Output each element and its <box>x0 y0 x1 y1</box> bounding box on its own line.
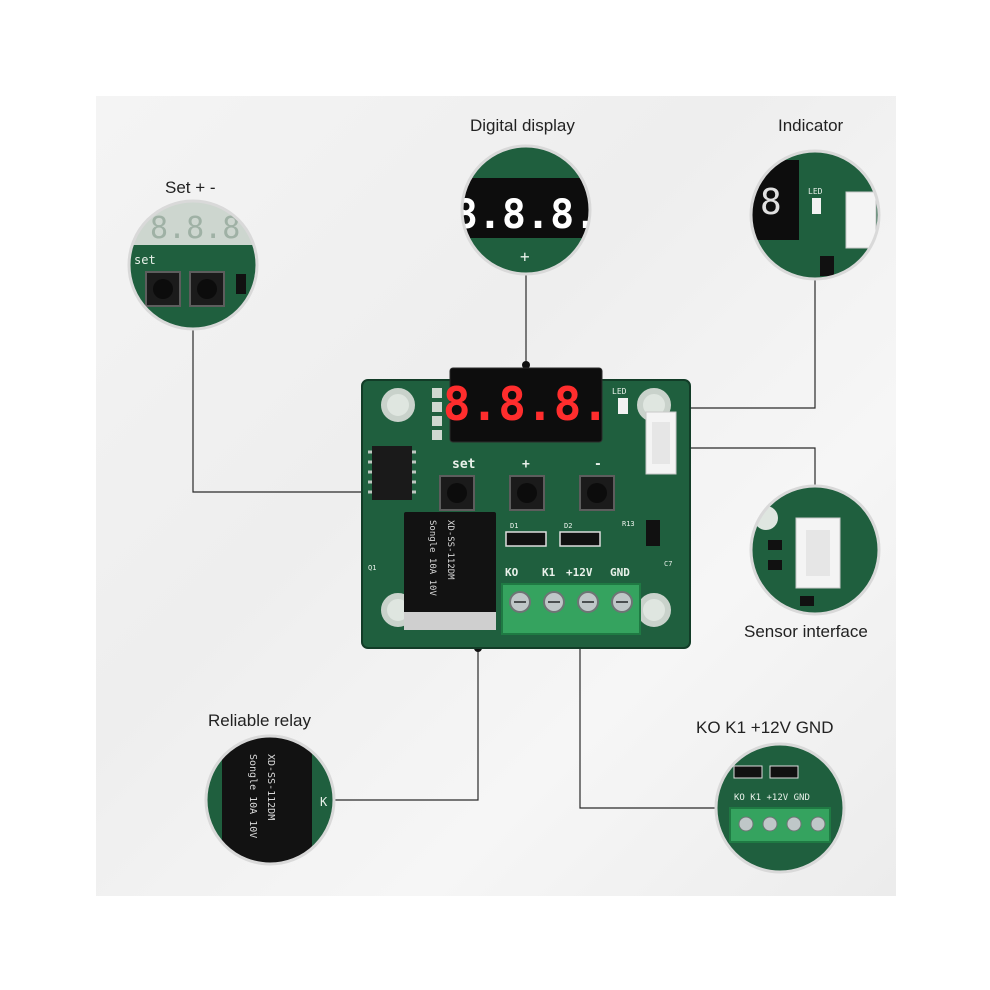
svg-text:Songle 10A 10V: Songle 10A 10V <box>247 754 258 838</box>
zoom-sensor-interface <box>749 484 881 616</box>
led-label: LED <box>612 387 627 396</box>
zoom-indicator: 8 LED <box>749 149 881 281</box>
svg-text:8: 8 <box>760 182 782 223</box>
tactile-buttons <box>439 475 615 511</box>
d2-label: D2 <box>564 522 572 530</box>
pcb-board <box>361 367 691 649</box>
zoom-digital-display: 8.8.8. + <box>454 144 599 276</box>
c7-label: C7 <box>664 560 672 568</box>
relay-marking-1: Songle 10A 10V <box>427 520 437 596</box>
term-gnd-label: GND <box>610 566 630 579</box>
callout-digital-display: Digital display <box>470 116 575 135</box>
svg-text:K: K <box>320 795 328 809</box>
leader-lines <box>192 274 816 809</box>
term-k1-label: K1 <box>542 566 556 579</box>
seven-segment-readout: 8.8.8. <box>443 377 609 431</box>
d1-label: D1 <box>510 522 518 530</box>
svg-text:8.8.8: 8.8.8 <box>150 211 240 246</box>
callout-set-buttons: Set + - <box>165 178 216 197</box>
term-ko-label: KO <box>505 566 519 579</box>
relay-marking-2: XD-SS-112DM <box>445 520 455 580</box>
callout-reliable-relay: Reliable relay <box>208 711 311 730</box>
zoom-relay: XD-SS-112DM Songle 10A 10V K <box>204 734 336 866</box>
callout-sensor-interface: Sensor interface <box>744 622 868 641</box>
set-silk-label: set <box>452 457 475 472</box>
plus-silk-label: + <box>522 457 530 472</box>
minus-silk-label: - <box>594 457 602 472</box>
r13-label: R13 <box>622 520 635 528</box>
svg-text:KO K1 +12V GND: KO K1 +12V GND <box>734 793 810 803</box>
svg-text:set: set <box>134 253 156 267</box>
q1-label: Q1 <box>368 564 376 572</box>
term-12v-label: +12V <box>566 566 593 579</box>
zoom-terminals: KO K1 +12V GND <box>714 742 846 874</box>
svg-text:XD-SS-112DM: XD-SS-112DM <box>265 754 276 820</box>
callout-indicator: Indicator <box>778 116 844 135</box>
svg-text:LED: LED <box>808 187 823 196</box>
callout-terminals: KO K1 +12V GND <box>696 718 834 737</box>
svg-text:+: + <box>520 247 530 266</box>
svg-text:8.8.8.: 8.8.8. <box>454 192 599 238</box>
zoom-set-buttons: 8.8.8 set <box>127 199 259 331</box>
